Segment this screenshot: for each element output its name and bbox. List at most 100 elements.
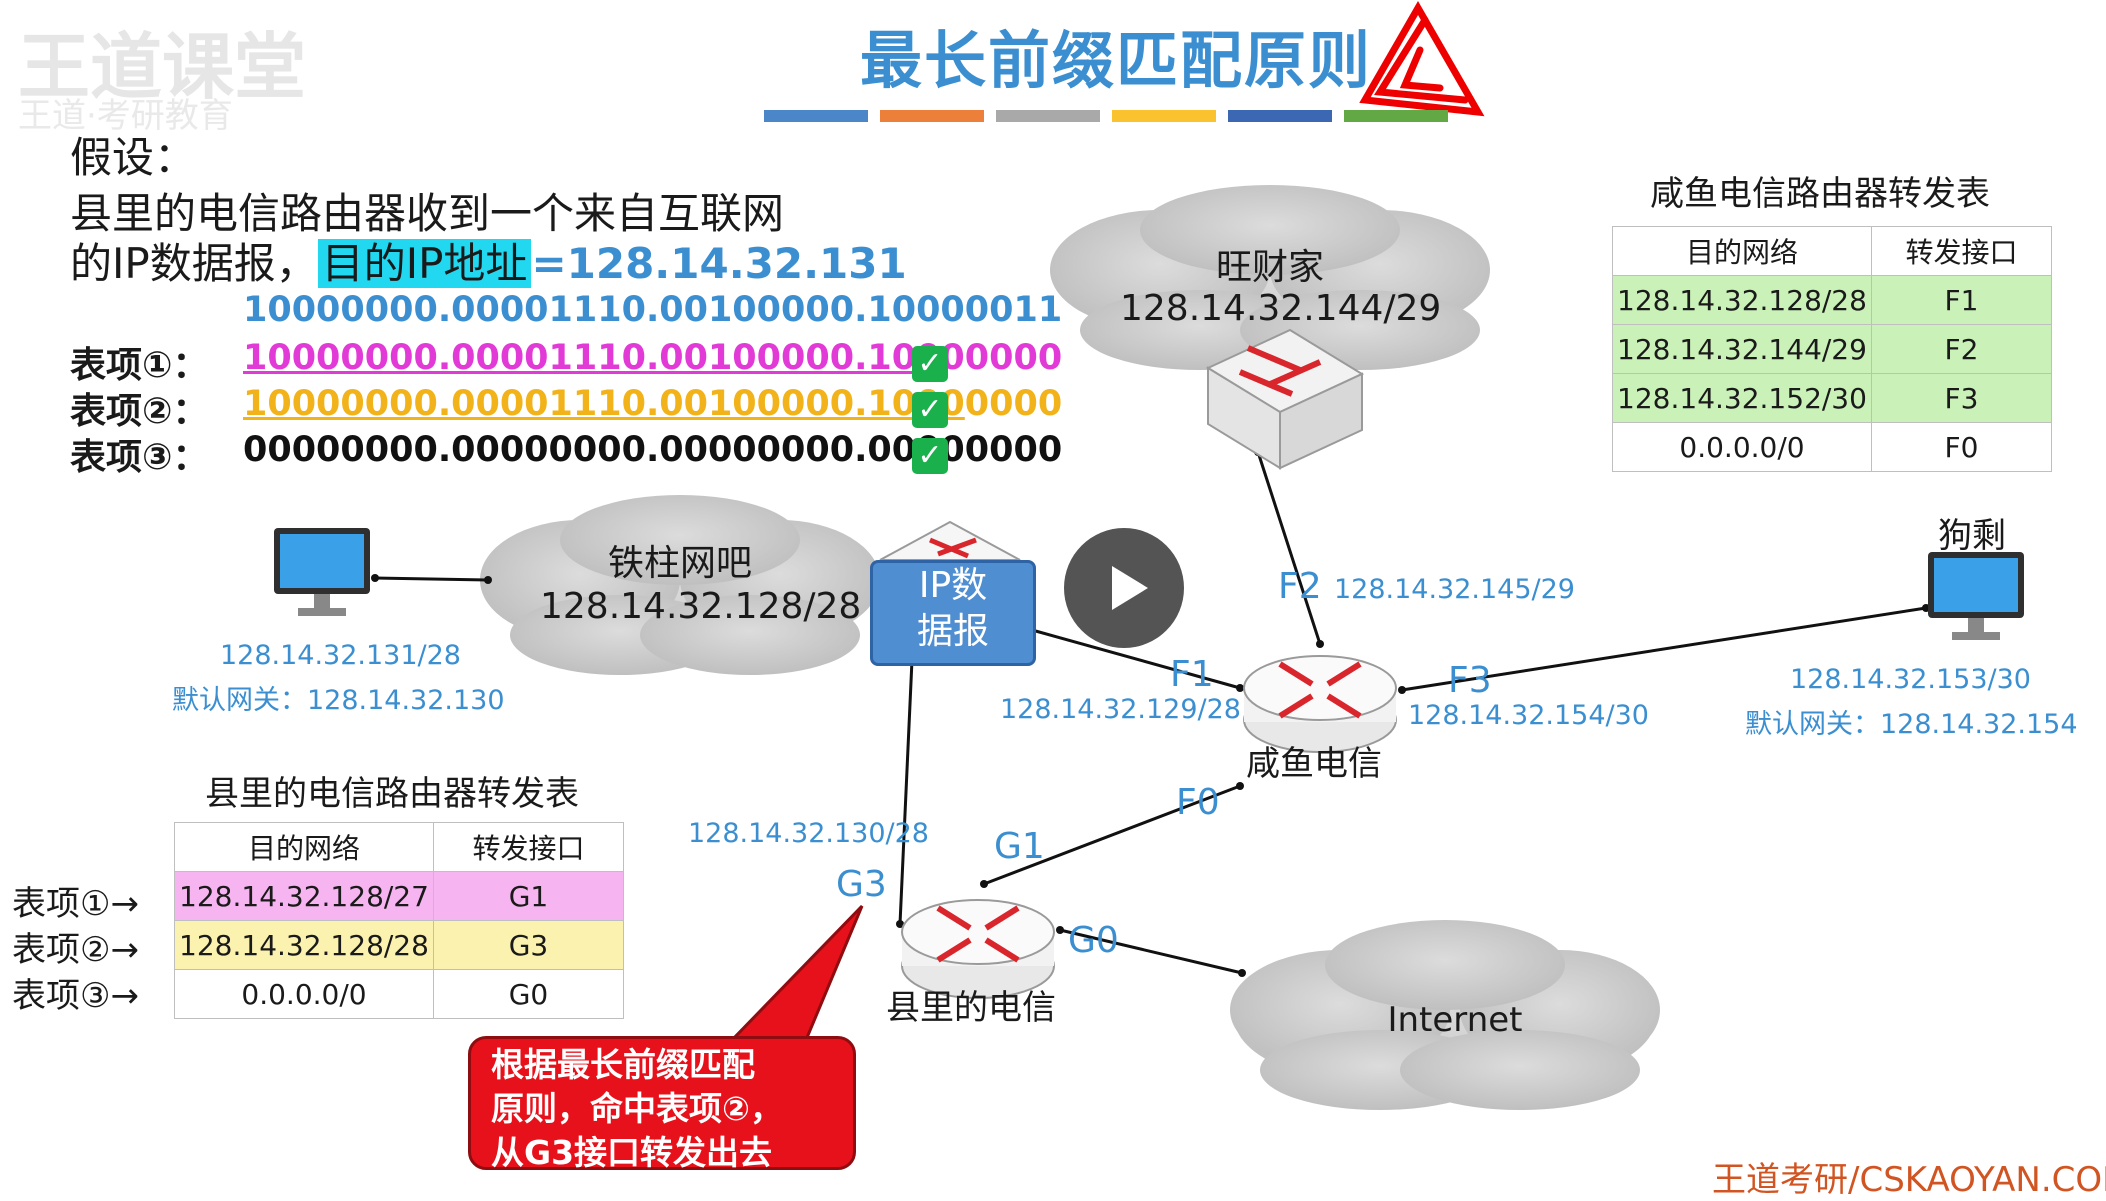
router-xianyu-icon	[1243, 655, 1397, 753]
dest-ip-label: 目的IP地址	[317, 239, 532, 288]
footer-brand: 王道考研/CSKAOYAN.COM	[1712, 1160, 2106, 1200]
xianyu-router-name: 咸鱼电信	[1246, 744, 1382, 784]
play-button[interactable]	[1064, 528, 1184, 648]
table-row: 0.0.0.0/0 F0	[1612, 422, 2052, 472]
link-f0-g1	[983, 784, 1241, 886]
county-router-name: 县里的电信	[886, 988, 1056, 1028]
packet-line1: IP数	[918, 565, 988, 606]
county-row-1-label: 表项①→	[12, 884, 139, 924]
county-row-2-iface: G3	[433, 920, 624, 970]
header-interface: 转发接口	[1871, 226, 2052, 276]
cloud-tiezhu-net: 128.14.32.128/28	[540, 586, 862, 627]
network-diagram-canvas	[274, 0, 2024, 1110]
callout-box: 根据最长前缀匹配 原则，命中表项②， 从G3接口转发出去	[468, 1036, 856, 1172]
color-bar-4	[1112, 110, 1216, 122]
header-interface: 转发接口	[433, 822, 624, 872]
county-row-1-net: 128.14.32.128/27	[174, 871, 434, 921]
xianyu-f2-label: F2	[1278, 566, 1322, 607]
table-row: 0.0.0.0/0 G0	[174, 969, 624, 1019]
county-g3-ip: 128.14.32.130/28	[688, 818, 929, 849]
link-g0-internet	[1059, 928, 1243, 975]
color-bar-1	[764, 110, 868, 122]
entry-2-binary: 10000000.00001110.00100000.10000000	[243, 384, 1062, 424]
table-header-row: 目的网络 转发接口	[174, 822, 624, 872]
page-title: 最长前缀匹配原则	[860, 24, 1373, 97]
link-packet-g3	[898, 659, 914, 925]
envelope-icon	[879, 520, 1021, 561]
xianyu-f0-label: F0	[1176, 782, 1220, 823]
callout-line3: 从G3接口转发出去	[491, 1133, 773, 1172]
color-bar-3	[996, 110, 1100, 122]
county-row-3-net: 0.0.0.0/0	[174, 969, 434, 1019]
xianyu-forwarding-table: 目的网络 转发接口 128.14.32.128/28 F1 128.14.32.…	[1612, 226, 2052, 472]
entry-3-label: 表项③：	[70, 437, 209, 478]
cloud-wangcaijia-net: 128.14.32.144/29	[1120, 288, 1442, 329]
watermark-subtext: 王道·考研教育	[18, 96, 233, 136]
switch-icon	[1205, 328, 1365, 470]
link-f3-goushen	[1401, 606, 1927, 692]
color-bar-2	[880, 110, 984, 122]
link-packet-f1	[1031, 628, 1241, 690]
xianyu-f2-ip: 128.14.32.145/29	[1334, 574, 1575, 605]
assumption-heading: 假设：	[70, 133, 197, 182]
assumption-line2: 的IP数据报，目的IP地址=128.14.32.131	[70, 230, 907, 291]
color-bar-5	[1228, 110, 1332, 122]
packet-line2: 据报	[916, 611, 989, 652]
county-row-3-label: 表项③→	[12, 976, 139, 1016]
table-row: 128.14.32.128/28 F1	[1612, 275, 2052, 325]
color-bar-6	[1344, 110, 1448, 122]
cloud-tiezhu	[480, 495, 880, 675]
county-row-1-iface: G1	[433, 871, 624, 921]
entry-1-binary: 10000000.00001110.00100000.10000000	[243, 338, 1062, 378]
xianyu-f3-label: F3	[1448, 660, 1492, 701]
xianyu-f1-ip: 128.14.32.129/28	[1000, 694, 1241, 725]
goushen-ip: 128.14.32.153/30	[1790, 664, 2031, 695]
dest-ip-value: =128.14.32.131	[531, 239, 907, 288]
xianyu-row-2-net: 128.14.32.144/29	[1612, 324, 1872, 374]
xianyu-f3-ip: 128.14.32.154/30	[1408, 700, 1649, 731]
cloud-tiezhu-name: 铁柱网吧	[607, 543, 752, 584]
table-row: 128.14.32.128/27 G1	[174, 871, 624, 921]
county-row-3-iface: G0	[433, 969, 624, 1019]
county-g3-label: G3	[836, 864, 887, 905]
left-pc-gateway: 默认网关：128.14.32.130	[172, 685, 505, 716]
xianyu-table-title: 咸鱼电信路由器转发表	[1650, 174, 1990, 214]
computer-icon-left	[274, 528, 370, 616]
assumption-line1: 县里的电信路由器收到一个来自互联网	[70, 189, 785, 238]
county-row-2-label: 表项②→	[12, 930, 139, 970]
network-links	[374, 451, 1927, 975]
entry-2-rest: 0000	[964, 384, 1063, 424]
xianyu-f1-label: F1	[1170, 654, 1214, 695]
goushen-name: 狗剩	[1938, 516, 2006, 556]
callout-pointer	[728, 904, 864, 1042]
left-pc-ip: 128.14.32.131/28	[220, 640, 461, 671]
goushen-gateway: 默认网关：128.14.32.154	[1745, 709, 2078, 740]
entry-2-matched: 10000000.00001110.00100000.1000	[243, 384, 965, 424]
xianyu-row-1-iface: F1	[1871, 275, 2052, 325]
county-g0-label: G0	[1068, 920, 1119, 961]
entry-1-matched: 10000000.00001110.00100000.100	[243, 338, 941, 378]
entry-2-check-icon: ✓	[912, 392, 948, 428]
county-table-title: 县里的电信路由器转发表	[205, 774, 579, 814]
xianyu-row-3-iface: F3	[1871, 373, 2052, 423]
table-row: 128.14.32.152/30 F3	[1612, 373, 2052, 423]
ip-datagram-packet: IP数 据报	[870, 560, 1036, 666]
cloud-internet	[1230, 920, 1660, 1110]
entry-1-rest: 00000	[940, 338, 1063, 378]
header-dest-network: 目的网络	[174, 822, 434, 872]
county-forwarding-table: 目的网络 转发接口 128.14.32.128/27 G1 128.14.32.…	[174, 822, 624, 1019]
xianyu-row-4-iface: F0	[1871, 422, 2052, 472]
table-row: 128.14.32.128/28 G3	[174, 920, 624, 970]
cloud-internet-name: Internet	[1387, 1000, 1523, 1040]
watermark-logo: 王道课堂	[18, 25, 307, 109]
callout-line2: 原则，命中表项②，	[491, 1089, 783, 1128]
county-row-2-net: 128.14.32.128/28	[174, 920, 434, 970]
header-dest-network: 目的网络	[1612, 226, 1872, 276]
county-g1-label: G1	[994, 826, 1045, 867]
xianyu-row-3-net: 128.14.32.152/30	[1612, 373, 1872, 423]
assumption-line2-prefix: 的IP数据报，	[70, 239, 318, 288]
warning-triangle-icon	[1359, 0, 1485, 117]
link-switch-f2	[1256, 451, 1322, 645]
dest-ip-binary: 10000000.00001110.00100000.10000011	[243, 290, 1063, 330]
entry-3-check-icon: ✓	[912, 438, 948, 474]
